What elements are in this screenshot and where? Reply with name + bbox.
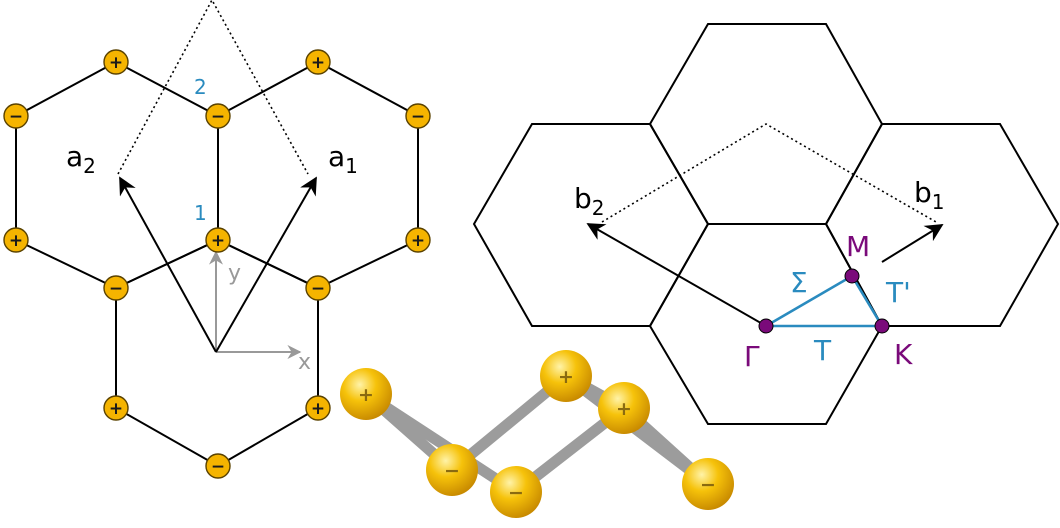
k-point-label: K (894, 338, 913, 371)
coordinate-axes: x y (209, 250, 311, 375)
svg-text:−: − (444, 460, 460, 482)
site-label-2: 2 (194, 75, 207, 99)
x-axis-label: x (298, 350, 311, 375)
chain-atom: − (682, 458, 734, 510)
atom: + (3, 227, 29, 253)
svg-text:−: − (9, 107, 23, 127)
reciprocal-lattice: b2 b1 Σ T T' Γ M K (472, 23, 1060, 425)
svg-text:−: − (109, 279, 123, 299)
svg-text:−: − (311, 279, 325, 299)
reciprocal-unit-cell-outline (601, 123, 937, 223)
atom: − (205, 453, 231, 479)
atom: − (103, 275, 129, 301)
svg-text:+: + (109, 399, 123, 419)
site-label-1: 1 (194, 201, 207, 225)
chain-atom: + (340, 368, 392, 420)
atom: + (305, 49, 331, 75)
chain-atom: − (426, 444, 478, 496)
vector-a2-label: a2 (66, 140, 96, 178)
svg-text:−: − (211, 107, 225, 127)
buckled-chain: + + + − − − (340, 350, 734, 518)
svg-text:+: + (411, 231, 425, 251)
atom: + (205, 227, 231, 253)
svg-text:−: − (211, 457, 225, 477)
svg-text:+: + (311, 53, 325, 73)
t-prime-line-label: T' (885, 276, 911, 309)
atom: − (3, 103, 29, 129)
real-space-lattice: x y a2 a1 1 2 + + − − − + + + − − + + (3, 0, 431, 479)
real-unit-cell-outline (117, 0, 309, 175)
vector-a2-arrow (119, 176, 217, 353)
vector-b2-arrow (586, 223, 767, 327)
gamma-point (758, 318, 774, 334)
atom: − (405, 103, 431, 129)
svg-text:+: + (558, 366, 574, 388)
vector-a1-arrow (215, 176, 317, 353)
atom: + (103, 49, 129, 75)
svg-text:+: + (9, 231, 23, 251)
sigma-line-label: Σ (790, 266, 808, 299)
y-axis-label: y (228, 261, 241, 286)
vector-b2-label: b2 (574, 182, 605, 220)
t-line-label: T (813, 334, 832, 367)
atom: − (305, 275, 331, 301)
svg-text:+: + (616, 398, 632, 420)
svg-text:+: + (358, 384, 374, 406)
atom: + (103, 395, 129, 421)
atom: + (305, 395, 331, 421)
svg-text:+: + (211, 231, 225, 251)
svg-text:−: − (700, 474, 716, 496)
brillouin-zones (472, 23, 1060, 425)
svg-text:−: − (411, 107, 425, 127)
vector-b1-arrow (881, 224, 944, 263)
k-point (874, 318, 890, 334)
gamma-point-label: Γ (744, 340, 760, 373)
vector-b1-label: b1 (914, 176, 945, 214)
atom: + (405, 227, 431, 253)
vector-a1-label: a1 (328, 140, 358, 178)
chain-bonds (360, 370, 714, 498)
chain-atom: + (540, 350, 592, 402)
svg-text:+: + (311, 399, 325, 419)
m-point (844, 268, 860, 284)
atom: − (205, 103, 231, 129)
chain-atom: + (598, 382, 650, 434)
lattice-atoms: + + − − − + + + − − + + − (3, 49, 431, 479)
svg-text:+: + (109, 53, 123, 73)
m-point-label: M (846, 230, 870, 263)
irreducible-wedge-path (761, 274, 885, 328)
chain-atom: − (490, 466, 542, 518)
svg-text:−: − (508, 482, 524, 504)
